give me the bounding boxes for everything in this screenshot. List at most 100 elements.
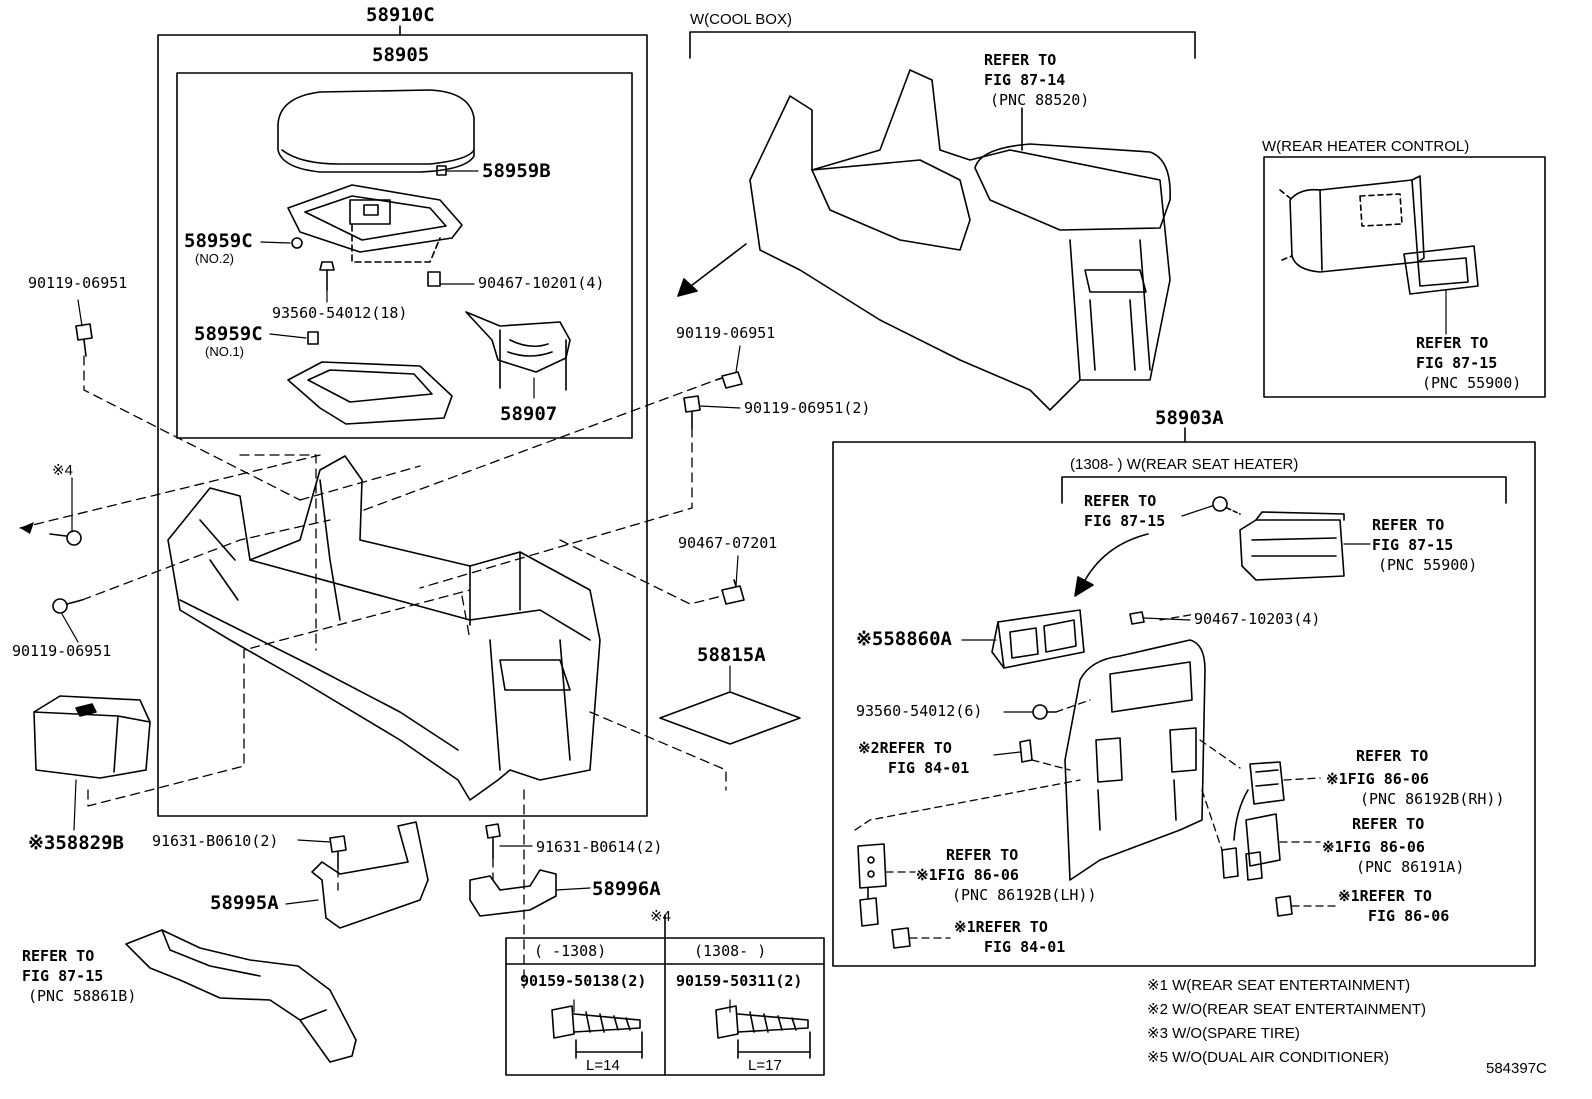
part-58996A-label: 58996A	[592, 878, 661, 900]
refer-seat-left: REFER TO FIG 87-15	[1084, 491, 1165, 531]
part-91631-B0614-label: 91631-B0614(2)	[536, 838, 663, 856]
bracket-58996A-shape	[469, 823, 557, 917]
refer-86191A: ※1FIG 86-06 (PNC 86191A)	[1322, 837, 1464, 877]
armrest-lid-shape	[277, 89, 475, 173]
part-58959C-no1-sub: (NO.1)	[205, 344, 244, 359]
refer-86-06-b-line1: ※1REFER TO	[1338, 887, 1432, 905]
solid-leaders	[61, 170, 1447, 1013]
rear-seat-heater-label: (1308- ) W(REAR SEAT HEATER)	[1070, 456, 1299, 473]
refer-seat-right-line1: REFER TO	[1372, 516, 1445, 534]
screw-note4-shape	[49, 530, 82, 546]
refer-88520-line3: (PNC 88520)	[990, 91, 1090, 109]
part-58959C-no2-sub: (NO.2)	[195, 251, 234, 266]
refer-seat-right-line3: (PNC 55900)	[1378, 556, 1478, 574]
part-58815A-label: 58815A	[697, 644, 766, 666]
refer-86191A-line1: ※1FIG 86-06	[1322, 838, 1425, 856]
refer-86192B-RH-head: REFER TO	[1356, 747, 1429, 765]
clip-84-01-b-shape	[891, 927, 911, 949]
part-93560-6-label: 93560-54012(6)	[856, 702, 983, 720]
part-90119-d-label: 90119-06951(2)	[744, 399, 871, 417]
refer-84-01-a-line1: ※2REFER TO	[858, 739, 952, 757]
refer-84-01-a-line2: FIG 84-01	[888, 759, 970, 777]
bolt-90119-d-shape	[683, 395, 701, 429]
clip-90467-07201-shape	[721, 579, 745, 605]
refer-seat-right-line2: FIG 87-15	[1372, 536, 1454, 554]
refer-86192B-LH-line3: (PNC 86192B(LH))	[952, 886, 1097, 904]
rear-switch-58903A-shape	[1239, 511, 1345, 581]
refer-86191A-head: REFER TO	[1352, 815, 1425, 833]
refer-seat-left-line1: REFER TO	[1084, 492, 1157, 510]
refer-seat-left-line2: FIG 87-15	[1084, 512, 1166, 530]
note-2: ※2 W/O(REAR SEAT ENTERTAINMENT)	[1147, 1001, 1426, 1018]
part-58995A-label: 58995A	[210, 892, 279, 914]
refer-86192B-RH-line1: ※1FIG 86-06	[1326, 770, 1429, 788]
refer-84-01-a: ※2REFER TO FIG 84-01	[858, 738, 969, 778]
rear-heater-control-frame	[1263, 156, 1546, 398]
switch-86191A-shape	[1221, 813, 1281, 881]
rear-heater-panel-shape	[1279, 175, 1479, 295]
assembly-58910C-frame	[157, 34, 648, 817]
note-1: ※1 W(REAR SEAT ENTERTAINMENT)	[1147, 977, 1411, 994]
refer-88520: REFER TO FIG 87-14 (PNC 88520)	[984, 50, 1089, 110]
dashed-alignment-lines	[19, 355, 727, 989]
refer-86192B-LH: REFER TO ※1FIG 86-06 (PNC 86192B(LH))	[916, 845, 1097, 905]
part-58860A-label: ※558860A	[856, 628, 952, 650]
part-58907-label: 58907	[500, 403, 558, 425]
mat-58815A-shape	[659, 691, 801, 745]
rear-box-panel-shape	[1064, 639, 1206, 881]
part-58959C-no2-label: 58959C	[184, 230, 253, 252]
refer-84-01-b-line2: FIG 84-01	[984, 938, 1066, 956]
document-id: 584397C	[1486, 1060, 1547, 1077]
group-58905-label: 58905	[372, 44, 430, 66]
refer-86192B-RH-line2: (PNC 86192B(RH))	[1360, 790, 1505, 808]
refer-55900-heater-line1: REFER TO	[1416, 334, 1489, 352]
part-90467-10203-label: 90467-10203(4)	[1194, 610, 1321, 628]
refer-55900-heater-line3: (PNC 55900)	[1422, 374, 1522, 392]
refer-88520-line1: REFER TO	[984, 51, 1057, 69]
cool-box-arrow-shape	[677, 243, 747, 297]
note4-table-label: ※4	[650, 908, 671, 925]
refer-84-01-b-line1: ※1REFER TO	[954, 918, 1048, 936]
refer-55900-heater: REFER TO FIG 87-15 (PNC 55900)	[1416, 333, 1521, 393]
duct-58861B-shape	[125, 929, 357, 1063]
part-90119-b-label: 90119-06951	[12, 642, 112, 660]
bolt-90119-c-shape	[715, 371, 743, 389]
fastener-table	[505, 914, 825, 1076]
bolt-90159-50311-shape	[715, 1005, 811, 1059]
clip-86-06-b-shape	[1275, 895, 1293, 917]
tray-shape	[287, 361, 453, 425]
assembly-58905-frame	[176, 72, 633, 439]
cool-box-label: W(COOL BOX)	[690, 11, 792, 28]
table-col2-length: L=17	[748, 1057, 782, 1074]
part-58829B-label: ※358829B	[28, 832, 124, 854]
switch-86192B-RH-shape	[1233, 761, 1285, 841]
bolt-90119-b-shape	[52, 598, 83, 614]
refer-88520-line2: FIG 87-14	[984, 71, 1066, 89]
part-58959C-no1-label: 58959C	[194, 323, 263, 345]
vent-58860A-shape	[991, 609, 1085, 669]
screw-58959C-no1-shape	[307, 331, 319, 345]
refer-86-06-b-line2: FIG 86-06	[1368, 907, 1450, 925]
lid-hinge-plate-shape	[287, 184, 463, 263]
assembly-58903A-frame	[832, 441, 1536, 967]
switch-86192B-LH-shape	[857, 843, 887, 927]
bolt-90119-a-shape	[75, 323, 93, 357]
screw-93560-shape	[319, 261, 335, 291]
table-col2-range: (1308- )	[694, 942, 767, 960]
bracket-58995A-shape	[311, 821, 429, 929]
note4-left-label: ※4	[52, 462, 73, 479]
note-5: ※5 W/O(DUAL AIR CONDITIONER)	[1147, 1049, 1390, 1066]
screw-93560-6-shape	[1032, 704, 1057, 720]
group-58903A-label: 58903A	[1155, 407, 1224, 429]
table-col1-length: L=14	[586, 1057, 620, 1074]
table-col1-part: 90159-50138(2)	[520, 972, 647, 990]
cool-box-console-shape	[749, 69, 1171, 411]
clip-90467-10201-shape	[427, 271, 441, 287]
part-93560-18-label: 93560-54012(18)	[272, 304, 408, 322]
left-dash-arrow	[20, 522, 34, 534]
box-58829B-shape	[33, 695, 151, 779]
clip-90467-10203-shape	[1129, 611, 1145, 625]
part-90119-c-label: 90119-06951	[676, 324, 776, 342]
